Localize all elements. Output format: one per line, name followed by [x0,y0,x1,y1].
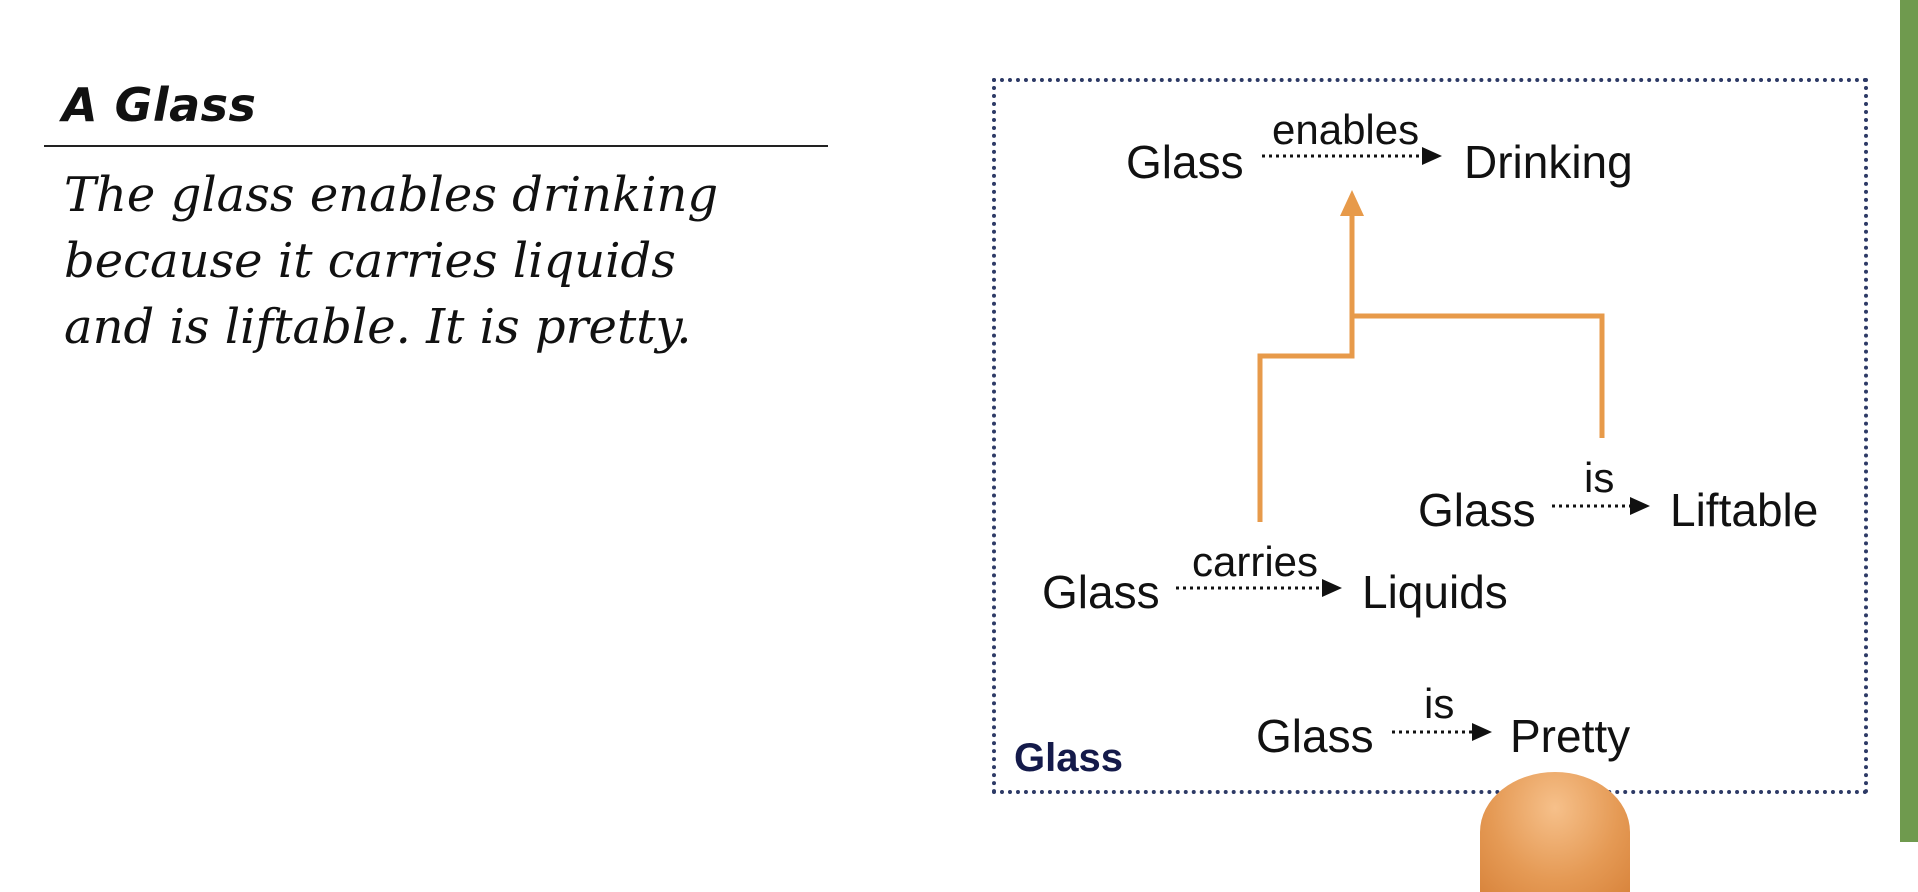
relation-object: Liquids [1362,566,1508,618]
relation-arrowhead [1322,579,1342,597]
relation-subject: Glass [1126,136,1244,188]
note-title: A Glass [62,78,257,132]
note-line: and is liftable. It is pretty. [64,299,692,355]
side-strip [1900,0,1918,842]
support-connector-liftable [1352,313,1605,438]
presenter-hand [1480,772,1630,892]
support-arrowhead [1340,190,1364,216]
relation-predicate: is [1424,680,1454,727]
relation-diagram: Glass enables Drinking Glass is Liftable… [1042,106,1818,762]
relation-object: Drinking [1464,136,1633,188]
support-connector-liquids [1257,212,1355,522]
note-body: The glass enables drinking because it ca… [64,162,844,360]
relation-arrowhead [1472,723,1492,741]
glass-frame [992,78,1868,794]
relation-subject: Glass [1256,710,1374,762]
relation-object: Pretty [1510,710,1630,762]
relation-subject: Glass [1418,484,1536,536]
note-divider [44,145,828,147]
note-line: because it carries liquids [64,233,676,289]
relation-subject: Glass [1042,566,1160,618]
relation-predicate: is [1584,454,1614,501]
relation-object: Liftable [1670,484,1818,536]
relation-arrowhead [1630,497,1650,515]
relation-predicate: enables [1272,106,1419,153]
relation-predicate: carries [1192,538,1318,585]
relation-arrowhead [1422,147,1442,165]
note-line: The glass enables drinking [64,167,719,223]
frame-label: Glass [1014,736,1123,780]
